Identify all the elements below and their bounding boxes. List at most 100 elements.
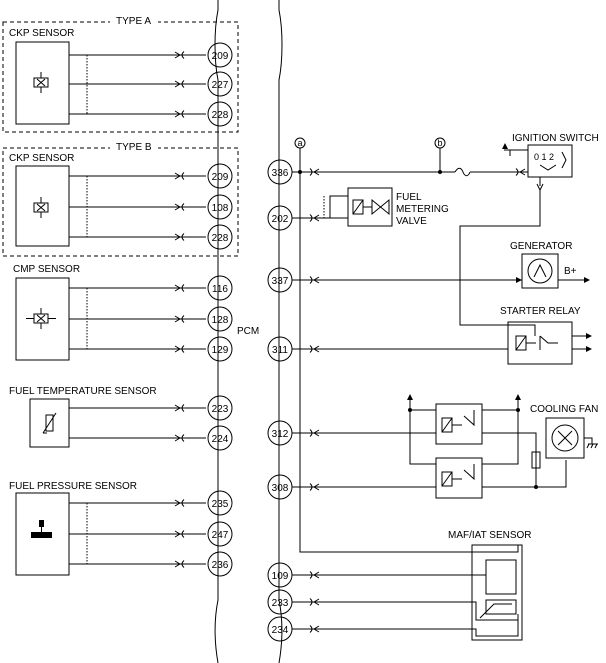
- pin-234: [267, 616, 293, 642]
- left-pin-labels: 209 227 228 209 108 228 116 128 129 223 …: [212, 51, 229, 571]
- type-b-label: TYPE B: [116, 142, 152, 153]
- pin-label: 337: [272, 276, 289, 287]
- maf-element: [485, 559, 517, 595]
- fuel-metering-valve: [347, 187, 393, 227]
- fuel-pressure-sensor-label: FUEL PRESSURE SENSOR: [9, 481, 137, 492]
- pin-209-a: [207, 42, 233, 68]
- pin-label: 233: [272, 598, 289, 609]
- pin-label: 224: [212, 434, 229, 445]
- thermistor-symbol: [42, 412, 57, 434]
- pin-236: [207, 551, 233, 577]
- pin-116: [207, 275, 233, 301]
- pin-label: 129: [212, 345, 229, 356]
- starter-relay: [507, 321, 573, 365]
- pin-label: 209: [212, 51, 229, 62]
- cooling-fan-relay-2: [435, 457, 483, 499]
- junction-b-label: b: [437, 138, 442, 148]
- pin-228-b: [207, 224, 233, 250]
- pcm-right-edge: [278, 0, 283, 663]
- ckp-sensor-a: [15, 41, 70, 125]
- junction-a-label: a: [297, 138, 302, 148]
- ckp-sensor-b-label: CKP SENSOR: [9, 153, 74, 164]
- ignition-switch-label: IGNITION SWITCH: [512, 133, 599, 144]
- ckp-sensor-a-symbol: [33, 72, 49, 93]
- cmp-sensor-label: CMP SENSOR: [13, 264, 80, 275]
- ckp-sensor-b-symbol: [33, 197, 49, 218]
- pin-228-a: [207, 101, 233, 127]
- fan-icon: [551, 424, 579, 452]
- pin-label: 234: [272, 625, 289, 636]
- ignition-positions: 0 1 2: [534, 152, 554, 162]
- pin-label: 235: [212, 499, 229, 510]
- fuel-temperature-sensor: [29, 398, 70, 448]
- pin-label: 109: [272, 571, 289, 582]
- right-pin-circles: [267, 159, 293, 642]
- cooling-fan-relay-1-symbol: [441, 410, 475, 433]
- starter-relay-label: STARTER RELAY: [500, 306, 581, 317]
- pin-label: 247: [212, 530, 229, 541]
- ckp-sensor-b: [15, 165, 70, 247]
- maf-iat-sensor-label: MAF/IAT SENSOR: [448, 530, 532, 541]
- pin-label: 108: [212, 203, 229, 214]
- pin-247: [207, 521, 233, 547]
- type-a-label: TYPE A: [116, 16, 151, 27]
- pin-223: [207, 395, 233, 421]
- pin-128: [207, 306, 233, 332]
- pin-129: [207, 336, 233, 362]
- iat-thermistor: [485, 599, 517, 615]
- pin-337: [267, 267, 293, 293]
- pin-311: [267, 336, 293, 362]
- pin-label: 308: [272, 483, 289, 494]
- pin-label: 228: [212, 233, 229, 244]
- pin-label: 128: [212, 315, 229, 326]
- pin-label: 228: [212, 110, 229, 121]
- left-pin-circles: [207, 42, 233, 577]
- fuel-valve-label-1: FUEL: [396, 192, 422, 203]
- pin-109: [267, 562, 293, 588]
- pin-227: [207, 71, 233, 97]
- pressure-element-symbol: [31, 520, 52, 538]
- pin-label: 209: [212, 172, 229, 183]
- starter-relay-symbol: [515, 335, 558, 351]
- valve-symbol: [352, 198, 390, 216]
- pin-235: [207, 490, 233, 516]
- b-plus-label: B+: [564, 266, 577, 277]
- pin-label: 202: [272, 214, 289, 225]
- maf-iat-sensor: [471, 544, 523, 641]
- pin-label: 311: [272, 345, 288, 356]
- pin-label: 336: [272, 168, 289, 179]
- cooling-fan-relay-2-symbol: [441, 464, 475, 487]
- fuel-valve-label-3: VALVE: [396, 216, 427, 227]
- pcm-label: PCM: [237, 326, 259, 337]
- type-b-group: [2, 147, 239, 257]
- pin-label: 227: [212, 80, 229, 91]
- pin-label: 312: [272, 429, 289, 440]
- pin-308: [267, 474, 293, 500]
- type-a-group: [2, 21, 239, 133]
- fuel-valve-label-2: METERING: [396, 204, 449, 215]
- generator-symbol: [527, 258, 553, 284]
- pcm-left-edge: [214, 0, 219, 663]
- cmp-sensor: [15, 277, 70, 361]
- cooling-fan-resistor: [531, 451, 541, 469]
- right-pin-labels: 336 202 337 311 312 308 109 233 234: [272, 168, 289, 636]
- generator-label: GENERATOR: [510, 241, 572, 252]
- pin-label: 236: [212, 560, 229, 571]
- pin-108: [207, 194, 233, 220]
- fuel-temperature-sensor-label: FUEL TEMPERATURE SENSOR: [9, 386, 157, 397]
- pin-233: [267, 589, 293, 615]
- pin-label: 116: [212, 284, 228, 295]
- ckp-sensor-a-label: CKP SENSOR: [9, 28, 74, 39]
- cooling-fan-label: COOLING FAN: [530, 404, 598, 415]
- pin-202: [267, 205, 293, 231]
- pin-224: [207, 425, 233, 451]
- cooling-fan-relay-1: [435, 403, 483, 445]
- pin-336: [267, 159, 293, 185]
- pin-209-b: [207, 163, 233, 189]
- cmp-sensor-symbol: [26, 308, 56, 329]
- generator: [521, 253, 559, 289]
- pin-label: 223: [212, 404, 229, 415]
- pin-312: [267, 420, 293, 446]
